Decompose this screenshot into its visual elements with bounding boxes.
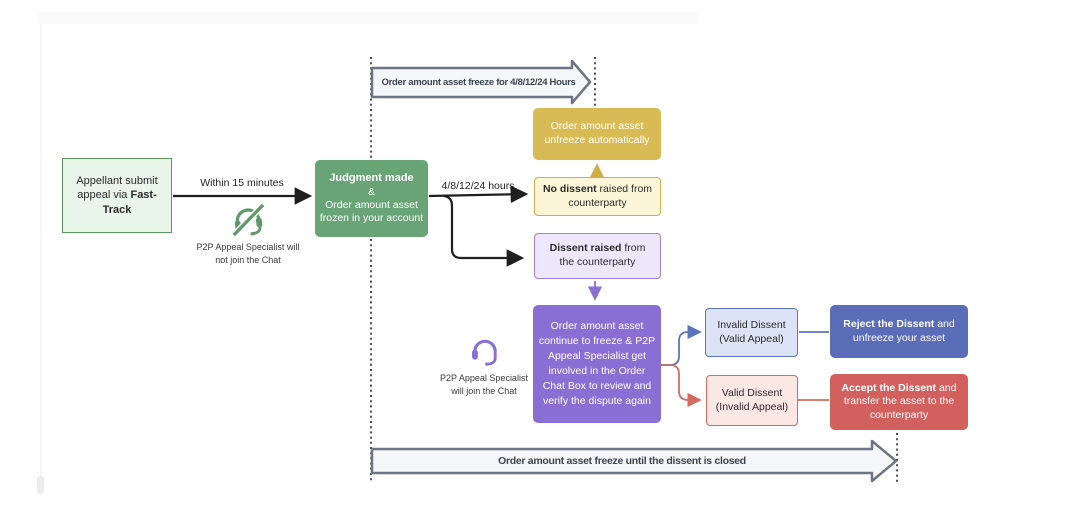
node-accept-dissent: Accept the Dissent and transfer the asse… [830, 374, 968, 430]
node-appellant-submit: Appellant submit appeal via Fast-Track [62, 158, 172, 233]
node-valid-dissent: Valid Dissent (Invalid Appeal) [706, 375, 798, 426]
no-join-caption: P2P Appeal Specialist will not join the … [196, 242, 300, 266]
node-reject-dissent: Reject the Dissent and unfreeze your ass… [830, 305, 968, 358]
within-15-minutes-label: Within 15 minutes [200, 177, 284, 189]
banner-top-label: Order amount asset freeze for 4/8/12/24 … [381, 77, 576, 88]
node-dissent-raised: Dissent raised from the counterparty [534, 233, 661, 279]
arrow-branch-to-dissent [443, 194, 525, 267]
arrow-continue-to-valid [661, 364, 702, 408]
appellant-line2: appeal via Fast-Track [77, 189, 157, 216]
node-judgment-made: Judgment made & Order amount asset froze… [315, 160, 428, 237]
node-invalid-dissent: Invalid Dissent (Valid Appeal) [705, 308, 798, 357]
page-left-edge [40, 24, 42, 492]
node-unfreeze-automatically: Order amount asset unfreeze automaticall… [533, 108, 661, 160]
banner-bottom-arrow [370, 439, 898, 483]
scrollbar-nub[interactable] [37, 476, 44, 494]
banner-bottom-label: Order amount asset freeze until the diss… [498, 455, 746, 467]
node-continue-freeze: Order amount asset continue to freeze & … [533, 305, 661, 423]
node-no-dissent: No dissent raised from counterparty [534, 177, 661, 216]
banner-top-arrow [370, 59, 592, 105]
join-caption: P2P Appeal Specialist will join the Chat [440, 373, 528, 397]
arrow-judgment-to-nodissent [428, 185, 529, 204]
headset-slash-icon [229, 201, 267, 239]
page-top-strip [38, 12, 698, 24]
hours-label: 4/8/12/24 hours [441, 180, 515, 192]
appellant-line1: Appellant submit [76, 175, 158, 188]
arrow-continue-to-invalid [661, 324, 702, 366]
headset-icon [467, 332, 503, 368]
